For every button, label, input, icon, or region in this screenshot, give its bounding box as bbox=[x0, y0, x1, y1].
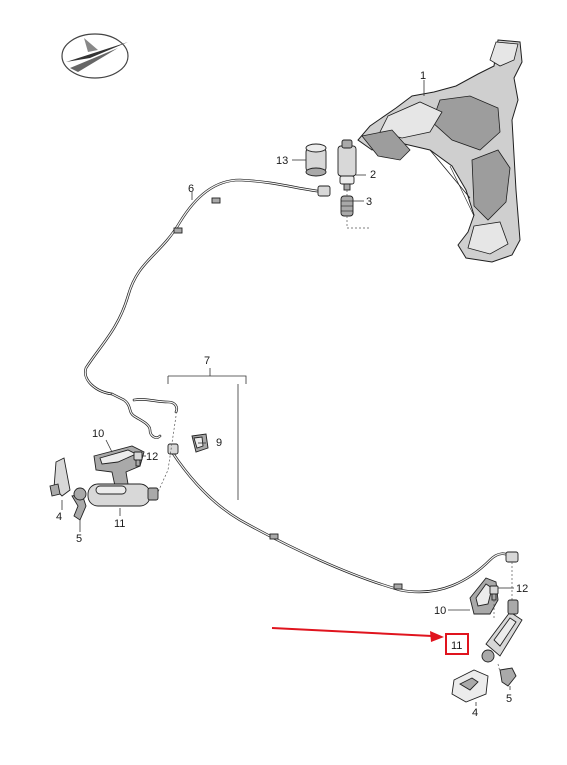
highlight-callout: 11 bbox=[271, 627, 469, 655]
label-part-11-left: 11 bbox=[114, 518, 125, 530]
mount-part-4-left bbox=[49, 457, 71, 497]
label-part-12-left: 12 bbox=[146, 451, 158, 463]
label-part-2: 2 bbox=[370, 169, 376, 181]
washer-jet-part-11-left bbox=[73, 483, 159, 507]
label-part-10-right: 10 bbox=[434, 605, 446, 617]
mount-part-4-right bbox=[451, 669, 489, 703]
label-part-6: 6 bbox=[188, 183, 194, 195]
grommet-part-13 bbox=[305, 143, 327, 177]
screw-part-12-right bbox=[489, 585, 499, 601]
label-part-10-left: 10 bbox=[92, 428, 104, 440]
label-part-1: 1 bbox=[420, 70, 426, 82]
pump-part-2 bbox=[337, 139, 357, 191]
label-part-11-right: 11 bbox=[451, 640, 462, 652]
label-part-4-left: 4 bbox=[56, 511, 62, 523]
label-part-12-right: 12 bbox=[516, 583, 528, 595]
label-part-4-right: 4 bbox=[472, 707, 478, 719]
label-part-13: 13 bbox=[276, 155, 288, 167]
washer-jet-part-11-right bbox=[481, 599, 523, 663]
filter-part-3 bbox=[340, 195, 354, 217]
hose-part-7 bbox=[110, 392, 519, 594]
brand-logo bbox=[61, 33, 129, 79]
label-part-7: 7 bbox=[204, 355, 210, 367]
hose-part-6 bbox=[84, 178, 331, 396]
leader-lines bbox=[61, 80, 514, 706]
label-part-5-right: 5 bbox=[506, 693, 512, 705]
label-part-3: 3 bbox=[366, 196, 372, 208]
label-part-9: 9 bbox=[216, 437, 222, 449]
reservoir-part-1 bbox=[357, 39, 523, 263]
screw-part-12-left bbox=[133, 451, 143, 467]
clip-part-5-right bbox=[499, 667, 517, 687]
label-part-5-left: 5 bbox=[76, 533, 82, 545]
